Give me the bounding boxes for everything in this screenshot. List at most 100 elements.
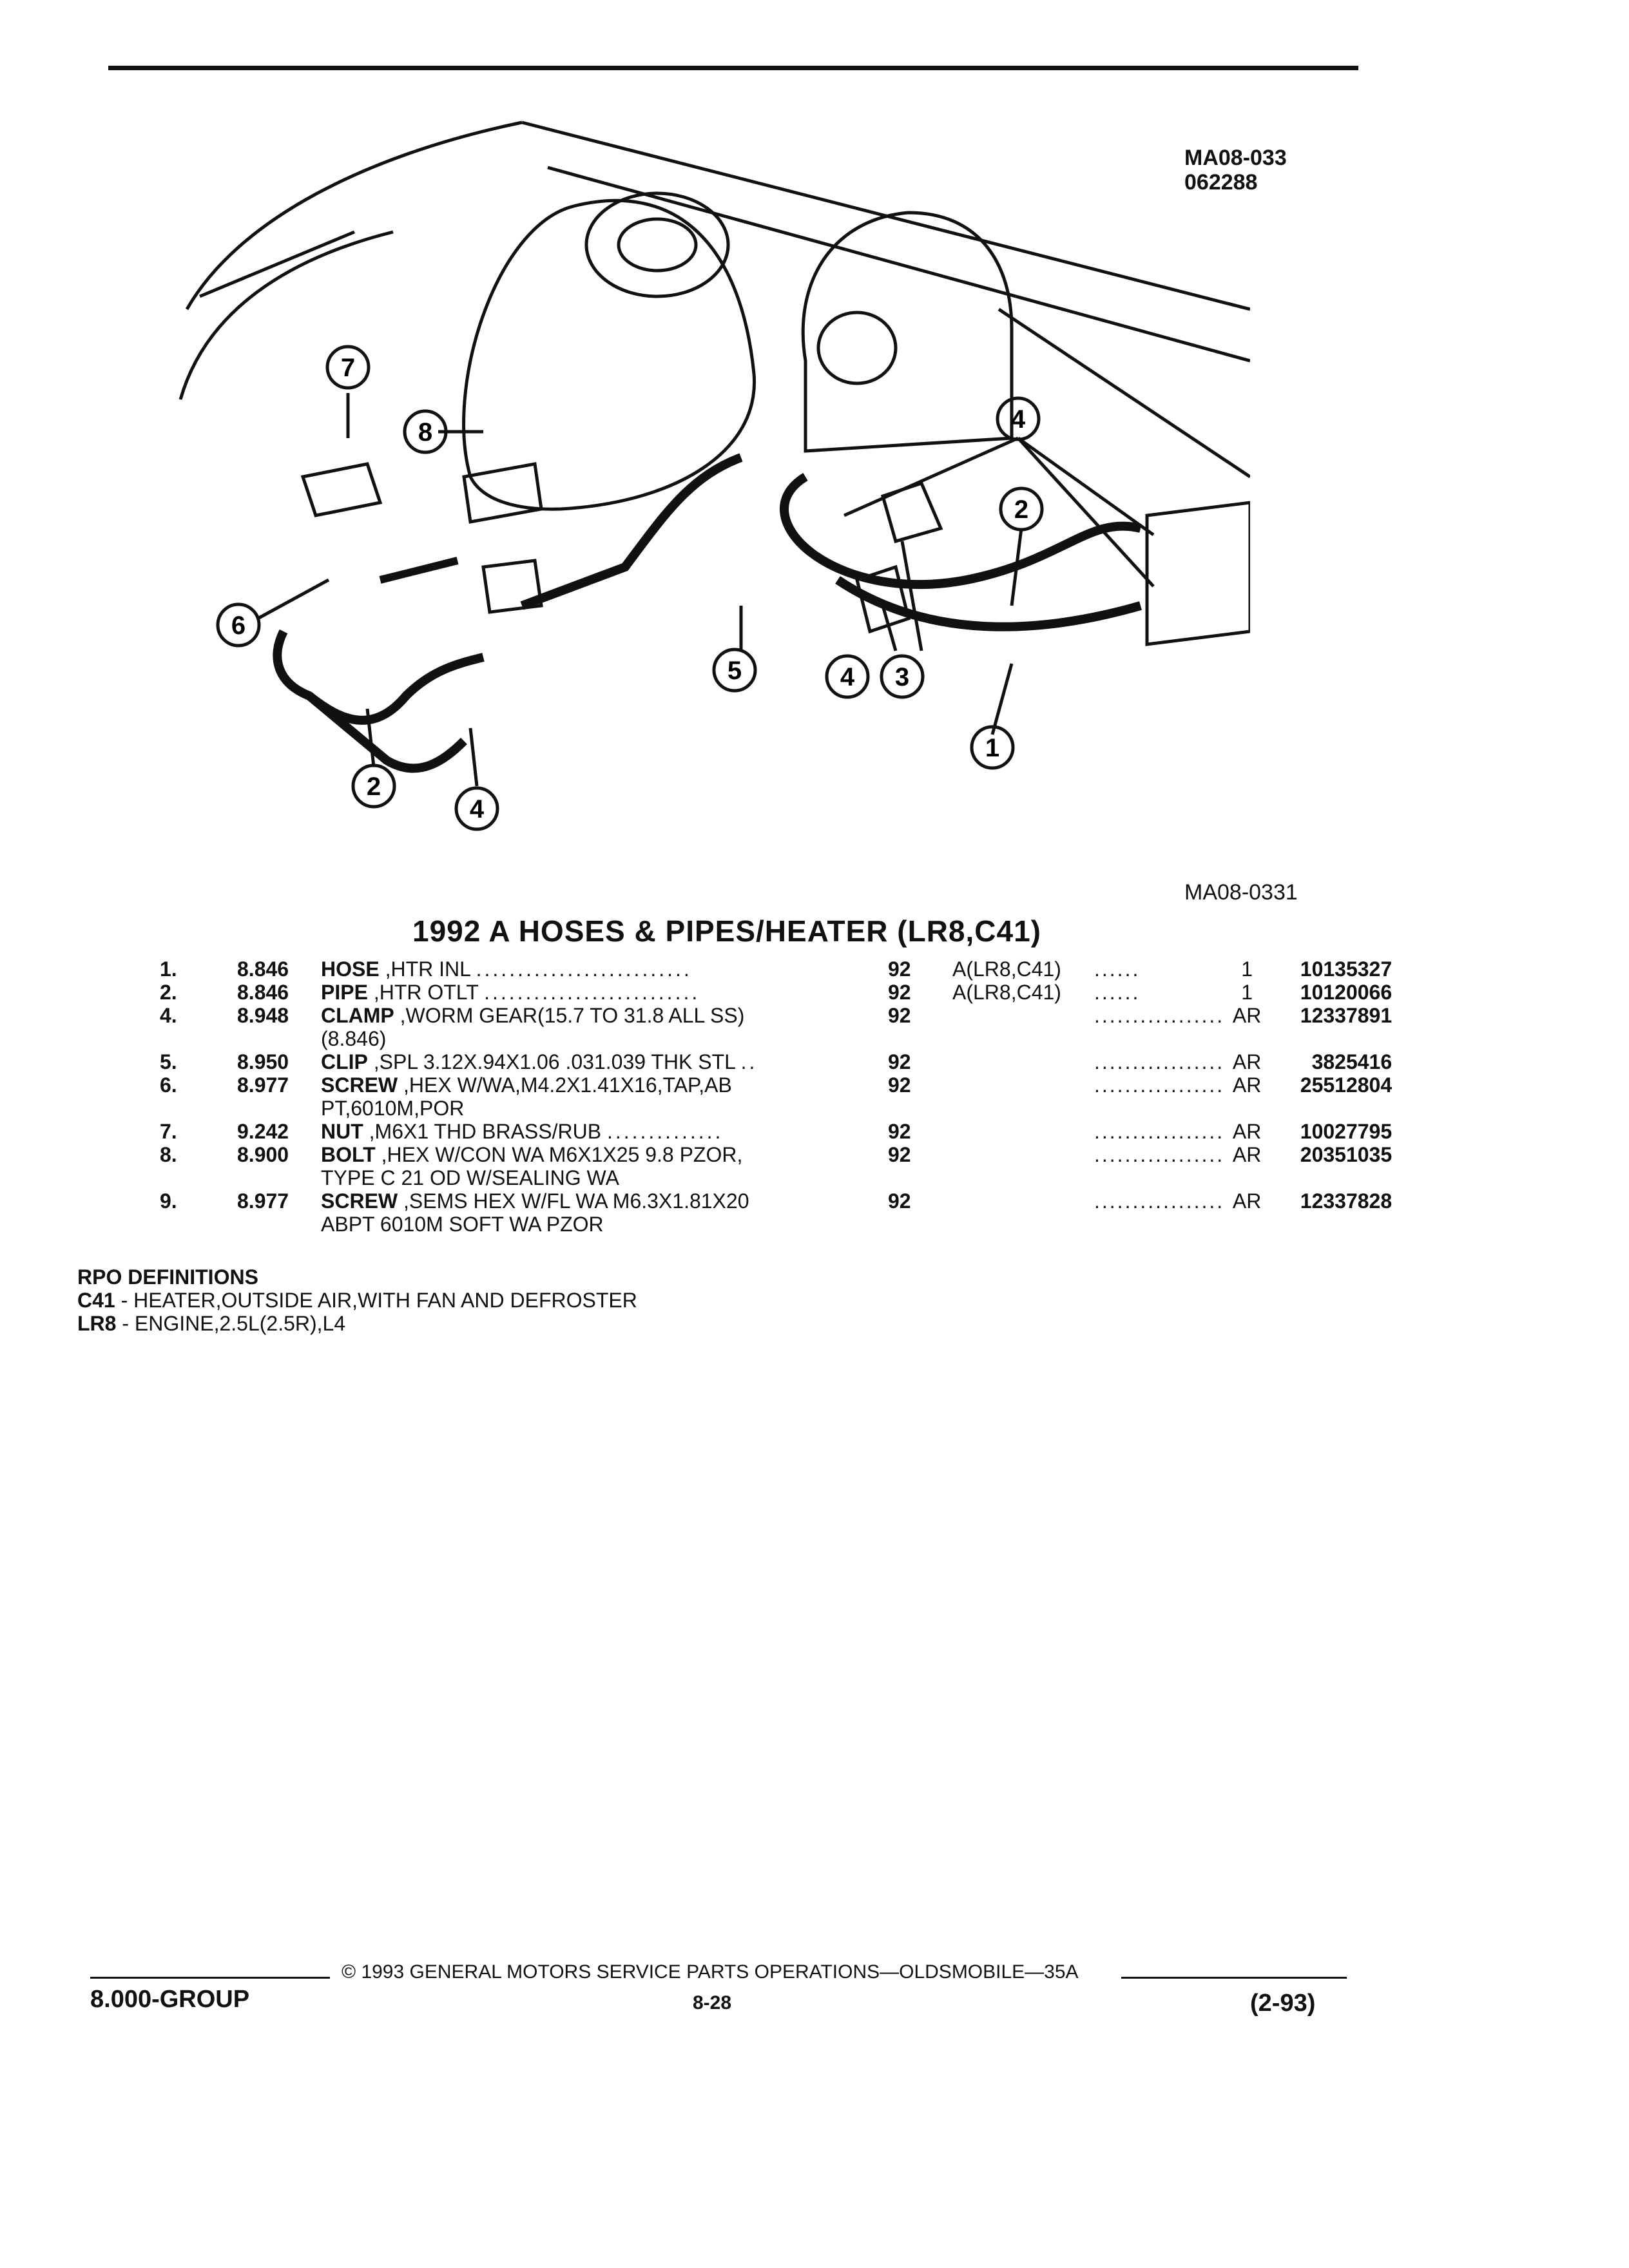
callout-6-text: 5 [728, 657, 742, 685]
series-code [952, 1004, 1094, 1050]
item-number: 1. [160, 957, 177, 981]
quantity: 1 [1241, 957, 1253, 981]
leader-dots: .. [740, 1050, 758, 1073]
leader-4a [843, 436, 1019, 517]
series-code [952, 1189, 1094, 1236]
blower-housing [801, 211, 1014, 453]
blower-motor [816, 311, 898, 385]
group-number: 8.977 [237, 1189, 289, 1213]
part-desc: ,SEMS HEX W/FL WA M6.3X1.81X20 [398, 1189, 749, 1213]
valve-bracket [855, 564, 911, 634]
leader-4-lower [468, 727, 479, 787]
rpo-code: LR8 [77, 1312, 117, 1335]
clip-block [481, 559, 543, 614]
item-number: 7. [160, 1120, 177, 1143]
item-number: 8. [160, 1143, 177, 1166]
callout-2-left-text: 2 [367, 773, 381, 801]
group-number: 8.900 [237, 1143, 289, 1166]
leader-5 [881, 605, 898, 651]
hose-inlet-upper [520, 453, 743, 610]
callout-3-text: 3 [895, 663, 909, 691]
model-year: 92 [888, 1143, 911, 1166]
part-name: SCREW [321, 1189, 398, 1213]
callout-4-lower: 4 [454, 786, 499, 831]
column-dots: ................. [1094, 1004, 1225, 1027]
parts-table: 1. 8.846 HOSE ,HTR INL ...................… [160, 957, 1392, 1236]
model-year: 92 [888, 1004, 911, 1027]
rpo-item: LR8 - ENGINE,2.5L(2.5R),L4 [77, 1312, 637, 1335]
series-code [952, 1073, 1094, 1120]
heater-core-box [1145, 501, 1250, 646]
quantity: AR [1232, 1004, 1262, 1027]
pipe-outlet-lower [306, 692, 467, 773]
callout-3: 3 [880, 654, 925, 699]
part-name: CLIP [321, 1050, 368, 1073]
group-number: 8.977 [237, 1073, 289, 1097]
part-name: HOSE [321, 957, 380, 981]
cowl-line-upper [521, 120, 1250, 311]
part-number: 12337828 [1300, 1189, 1393, 1213]
part-desc: ,SPL 3.12X.94X1.06 .031.039 THK STL [367, 1050, 735, 1073]
rpo-item: C41 - HEATER,OUTSIDE AIR,WITH FAN AND DE… [77, 1289, 637, 1312]
leader-dots: .............. [606, 1120, 724, 1143]
series-code [952, 1050, 1094, 1073]
callout-2-right-text: 2 [1014, 495, 1028, 524]
part-number: 3825416 [1311, 1050, 1393, 1073]
parts-row: 9. 8.977 SCREW ,SEMS HEX W/FL WA M6.3X1.81… [160, 1189, 1392, 1236]
callout-1-text: 1 [985, 734, 999, 762]
model-year: 92 [888, 1050, 911, 1073]
footer-page-number: 8-28 [693, 1992, 732, 2013]
figure-code-text: MA08-033 [1184, 146, 1287, 170]
callout-8-text: 7 [341, 354, 355, 382]
part-desc: ,HEX W/WA,M4.2X1.41X16,TAP,AB [398, 1073, 732, 1097]
column-dots: ................. [1094, 1120, 1225, 1143]
strut-mount-center [617, 217, 698, 273]
quantity: AR [1232, 1120, 1262, 1143]
rpo-text: - ENGINE,2.5L(2.5R),L4 [116, 1312, 346, 1335]
column-dots: ...... [1094, 981, 1141, 1004]
callout-7: 6 [216, 602, 261, 648]
figure-code: MA08-033 062288 [1184, 146, 1287, 195]
pipe-segment [379, 557, 459, 584]
item-number: 9. [160, 1189, 177, 1213]
group-number: 8.846 [237, 981, 289, 1004]
part-desc: ,HTR INL [379, 957, 470, 981]
heater-hose-diagram: 7 8 4 2 6 5 4 3 1 2 4 [178, 120, 1250, 831]
part-description: BOLT ,HEX W/CON WA M6X1X25 9.8 PZOR, TYP… [321, 1143, 888, 1189]
strut-tower [462, 198, 757, 511]
part-desc-continued: (8.846) [321, 1027, 387, 1050]
column-dots: ................. [1094, 1143, 1225, 1166]
part-description: SCREW ,SEMS HEX W/FL WA M6.3X1.81X20 ABP… [321, 1189, 888, 1236]
callout-9-text: 8 [418, 418, 432, 447]
footer-rule-right [1121, 1977, 1347, 1979]
part-description: SCREW ,HEX W/WA,M4.2X1.41X16,TAP,AB PT,6… [321, 1073, 888, 1120]
part-number: 10027795 [1300, 1120, 1393, 1143]
series-code: A(LR8,C41) [952, 957, 1061, 981]
model-year: 92 [888, 1073, 911, 1097]
leader-1 [990, 663, 1014, 735]
leader-dots: .......................... [476, 957, 692, 981]
callout-2-left: 2 [351, 764, 396, 809]
figure-date-text: 062288 [1184, 170, 1258, 195]
cowl-line-lower [547, 166, 1250, 363]
parts-row: 8. 8.900 BOLT ,HEX W/CON WA M6X1X25 9.8 PZ… [160, 1143, 1392, 1189]
heater-valve [880, 481, 943, 544]
part-number: 20351035 [1300, 1143, 1393, 1166]
column-dots: ................. [1094, 1050, 1225, 1073]
callout-labels: 7 8 4 2 6 5 4 3 1 2 4 [216, 345, 1044, 831]
part-desc: ,M6X1 THD BRASS/RUB [363, 1120, 602, 1143]
rpo-text: - HEATER,OUTSIDE AIR,WITH FAN AND DEFROS… [115, 1289, 637, 1312]
part-desc-continued: PT,6010M,POR [321, 1097, 465, 1120]
rpo-heading: RPO DEFINITIONS [77, 1265, 258, 1289]
part-description: HOSE ,HTR INL .......................... [321, 957, 888, 981]
callout-4-top-text: 4 [1011, 405, 1026, 434]
cowl-rail [998, 307, 1250, 479]
callout-4-lower-text: 4 [470, 795, 485, 823]
bracket-left [300, 462, 383, 517]
leader-dots: .......................... [484, 981, 700, 1004]
part-description: CLAMP ,WORM GEAR(15.7 TO 31.8 ALL SS) (8… [321, 1004, 888, 1050]
quantity: AR [1232, 1189, 1262, 1213]
